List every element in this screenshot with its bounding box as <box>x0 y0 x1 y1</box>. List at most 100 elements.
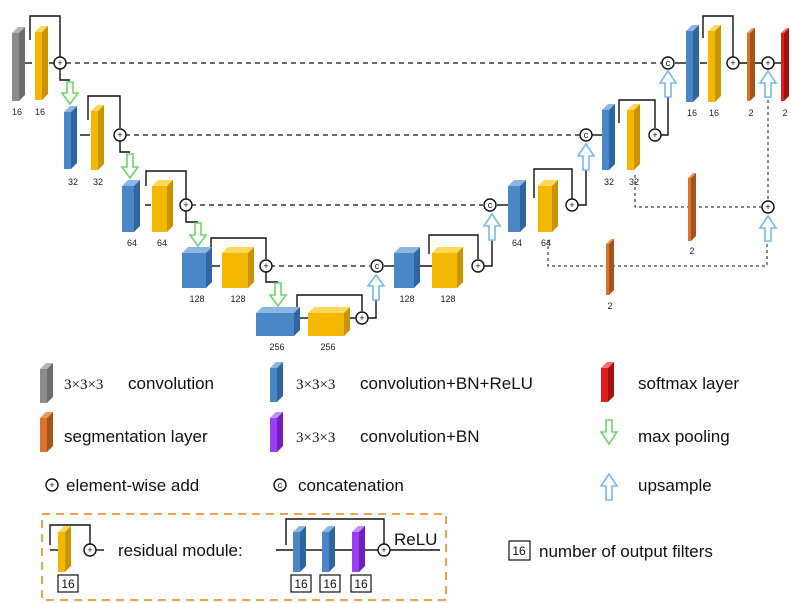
legend: 3×3×3 convolution 3×3×3 convolution+BN+R… <box>40 362 739 501</box>
add-node: + <box>761 200 775 214</box>
dec-block-blue-128 <box>394 247 420 288</box>
svg-text:convolution+BN+ReLU: convolution+BN+ReLU <box>360 374 533 393</box>
deep-sup-path-a <box>634 175 762 208</box>
filter-label: 16 <box>687 108 697 118</box>
svg-text:+: + <box>117 130 122 140</box>
filter-label: 64 <box>541 238 551 248</box>
add-node: + <box>565 198 579 212</box>
max-pool-arrow <box>188 222 208 248</box>
svg-text:convolution: convolution <box>128 374 214 393</box>
svg-text:softmax layer: softmax layer <box>638 374 739 393</box>
residual-conv-bn <box>352 526 365 572</box>
svg-text:+: + <box>263 261 268 271</box>
operation-nodes: + + + + + + + + + + + c c c c <box>53 56 775 325</box>
svg-text:+: + <box>652 130 657 140</box>
svg-text:+: + <box>569 200 574 210</box>
filter-label: 2 <box>782 108 787 118</box>
svg-text:convolution+BN: convolution+BN <box>360 427 480 446</box>
legend-conv-bn: 3×3×3 convolution+BN <box>270 412 480 452</box>
svg-text:+: + <box>87 545 92 555</box>
filter-label: 16 <box>12 107 22 117</box>
filter-label: 16 <box>709 108 719 118</box>
svg-text:+: + <box>475 261 480 271</box>
svg-text:segmentation layer: segmentation layer <box>64 427 208 446</box>
residual-relu-label: ReLU <box>394 530 437 549</box>
conv-block-blue-128 <box>182 247 212 288</box>
filter-label: 32 <box>93 177 103 187</box>
upsample-arrow <box>758 214 778 242</box>
upsample-arrow <box>658 69 678 98</box>
legend-softmax: softmax layer <box>601 362 739 402</box>
svg-text:+: + <box>381 545 386 555</box>
deep-sup-path-b <box>547 240 768 267</box>
svg-text:concatenation: concatenation <box>298 476 404 495</box>
svg-text:3×3×3: 3×3×3 <box>64 377 103 393</box>
legend-conv-bn-relu: 3×3×3 convolution+BN+ReLU <box>270 362 533 402</box>
add-node: + <box>53 56 67 70</box>
legend-concat: c concatenation <box>273 476 404 495</box>
residual-add: + <box>377 543 391 557</box>
filter-label: 32 <box>68 177 78 187</box>
upsample-arrow <box>366 273 386 301</box>
svg-text:c: c <box>666 58 671 68</box>
dec-res-block-yellow-128 <box>432 247 463 288</box>
filters-note: 16 number of output filters <box>508 540 713 561</box>
legend-conv: 3×3×3 convolution <box>40 363 214 403</box>
dec-res-block-yellow-16 <box>708 25 721 102</box>
max-pool-arrow <box>268 282 288 308</box>
concat-node: c <box>370 259 384 273</box>
softmax-block <box>781 28 789 101</box>
upsample-arrow <box>576 142 596 171</box>
filter-label: 128 <box>189 294 204 304</box>
residual-conv-2 <box>322 526 335 572</box>
svg-text:3×3×3: 3×3×3 <box>296 377 335 393</box>
svg-text:upsample: upsample <box>638 476 712 495</box>
skip-connections <box>66 62 769 267</box>
legend-upsample: upsample <box>599 472 712 501</box>
svg-text:+: + <box>183 200 188 210</box>
residual-filter-3: 16 <box>354 577 368 591</box>
svg-text:c: c <box>375 261 380 271</box>
add-node: + <box>761 56 775 70</box>
filter-labels: 16 16 32 32 64 64 128 128 256 256 128 12… <box>12 107 788 352</box>
upsample-arrow <box>482 212 502 241</box>
filter-label: 64 <box>512 238 522 248</box>
residual-icon-filters: 16 <box>61 577 75 591</box>
max-pool-arrow <box>60 81 80 106</box>
pooling-arrows <box>60 81 288 308</box>
dec-block-blue-16 <box>686 25 699 102</box>
svg-text:element-wise add: element-wise add <box>66 476 199 495</box>
legend-segmentation: segmentation layer <box>40 412 208 452</box>
filter-label: 256 <box>320 342 335 352</box>
filters-note-value: 16 <box>512 544 526 558</box>
res-block-yellow-256 <box>308 307 350 336</box>
upsample-arrows <box>366 69 778 301</box>
filter-label: 64 <box>157 238 167 248</box>
svg-text:max pooling: max pooling <box>638 427 730 446</box>
residual-filter-2: 16 <box>323 577 337 591</box>
residual-title: residual module: <box>118 541 243 560</box>
res-block-yellow-32 <box>91 105 104 170</box>
legend-max-pooling: max pooling <box>599 419 730 446</box>
add-node: + <box>259 259 273 273</box>
svg-text:+: + <box>765 202 770 212</box>
legend-add: + element-wise add <box>45 476 199 495</box>
svg-text:c: c <box>278 480 283 490</box>
max-pool-arrow <box>120 153 140 180</box>
filter-label: 256 <box>269 342 284 352</box>
svg-text:c: c <box>488 200 493 210</box>
filter-label: 32 <box>629 177 639 187</box>
concat-node: c <box>579 128 593 142</box>
add-node: + <box>471 259 485 273</box>
filter-label: 32 <box>604 177 614 187</box>
dec-res-block-yellow-32 <box>627 104 640 170</box>
svg-text:+: + <box>49 480 54 490</box>
conv-block-blue-64 <box>122 180 140 232</box>
svg-text:c: c <box>584 130 589 140</box>
filter-label: 128 <box>230 294 245 304</box>
res-block-yellow-64 <box>152 180 173 232</box>
upsample-arrow <box>758 69 778 98</box>
residual-filter-1: 16 <box>294 577 308 591</box>
add-node: + <box>179 198 193 212</box>
